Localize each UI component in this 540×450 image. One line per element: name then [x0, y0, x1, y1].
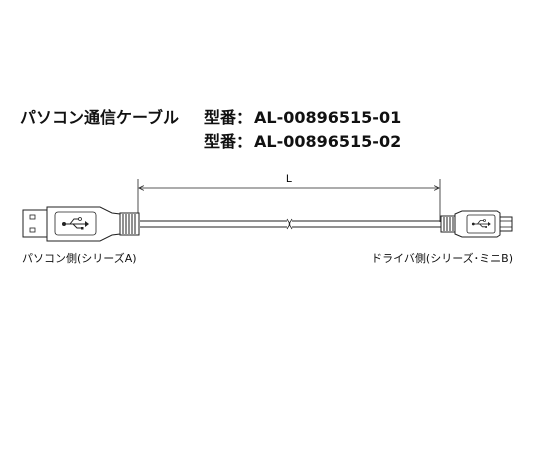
dimension-label: L: [286, 173, 292, 185]
usb-symbol-icon: [62, 217, 89, 230]
usb-mini-b-connector: [440, 210, 513, 238]
right-connector-caption: ドライバ側(シリーズ･ミニB): [371, 252, 513, 265]
left-connector-caption: パソコン側(シリーズA): [22, 252, 137, 265]
usb-a-connector: [22, 206, 140, 242]
model-label-2: 型番：: [204, 132, 253, 151]
model-number-1: AL-00896515-01: [254, 108, 402, 127]
title-block: パソコン通信ケーブル 型番： AL-00896515-01 型番： AL-008…: [20, 106, 401, 154]
usb-symbol-icon: [471, 219, 491, 228]
dimension-line: L: [137, 173, 441, 222]
model-number-2: AL-00896515-02: [254, 132, 402, 151]
title-row-1: パソコン通信ケーブル 型番： AL-00896515-01: [20, 106, 401, 130]
product-name: パソコン通信ケーブル: [20, 108, 180, 127]
cable: [140, 218, 441, 230]
model-label-1: 型番：: [204, 108, 253, 127]
title-row-2: 型番： AL-00896515-02: [20, 130, 401, 154]
